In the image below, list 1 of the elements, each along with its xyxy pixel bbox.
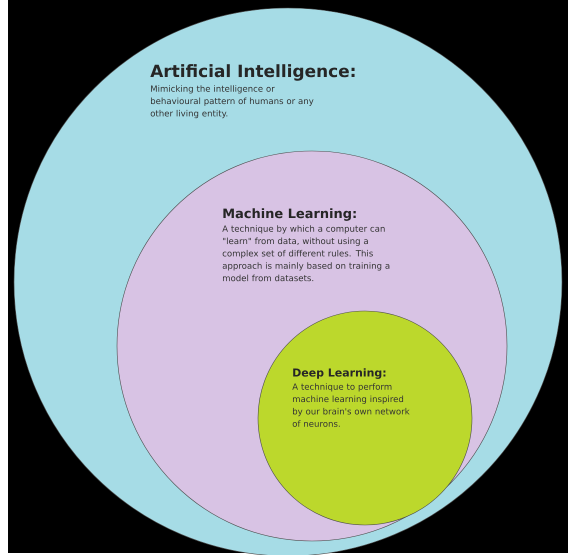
circle-region: Deep Learning: A technique to perform machine learning inspired by our brain's own network of neurons. bbox=[258, 310, 472, 526]
